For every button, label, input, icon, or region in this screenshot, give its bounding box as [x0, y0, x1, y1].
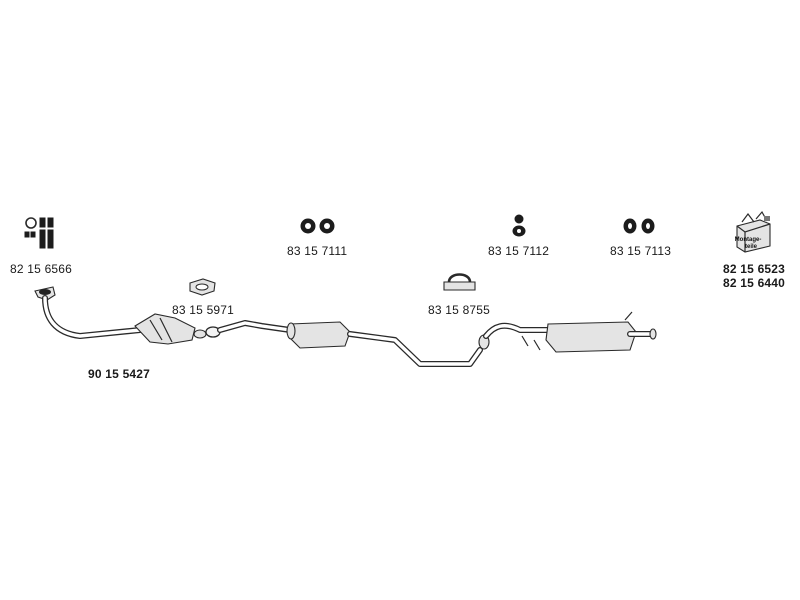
- gasket-icon: [189, 278, 216, 296]
- part-number-rubber-mount-c: 83 15 7113: [610, 244, 672, 258]
- rear-section: [478, 311, 657, 353]
- part-number-front-pipe: 90 15 5427: [88, 367, 151, 381]
- middle-section: [217, 320, 483, 367]
- rubber-mount-icon: [512, 214, 526, 237]
- part-number-rubber-mount-a: 83 15 7111: [287, 244, 348, 258]
- rubber-mount-icon: [300, 218, 335, 234]
- rubber-mount-icon: [623, 218, 655, 234]
- mounting-kit-box-label-2: teile: [745, 244, 758, 250]
- part-number-rubber-mount-b: 83 15 7112: [488, 244, 550, 258]
- part-number-mounting-kit-1: 82 15 6523: [723, 262, 786, 276]
- bolt-set-icon: [24, 217, 54, 249]
- mounting-kit-box-label-1: Montage-: [735, 237, 762, 243]
- catalytic-converter: [134, 313, 207, 345]
- part-number-clamp-gasket: 83 15 8755: [428, 303, 491, 317]
- clamp-icon: [443, 273, 476, 291]
- part-number-clamps-kit: 82 15 6566: [10, 262, 73, 276]
- part-number-gasket: 83 15 5971: [172, 303, 235, 317]
- front-pipe: [34, 286, 143, 339]
- mounting-kit-box-icon: Montage- teile: [735, 210, 771, 253]
- part-number-mounting-kit-2: 82 15 6440: [723, 276, 786, 290]
